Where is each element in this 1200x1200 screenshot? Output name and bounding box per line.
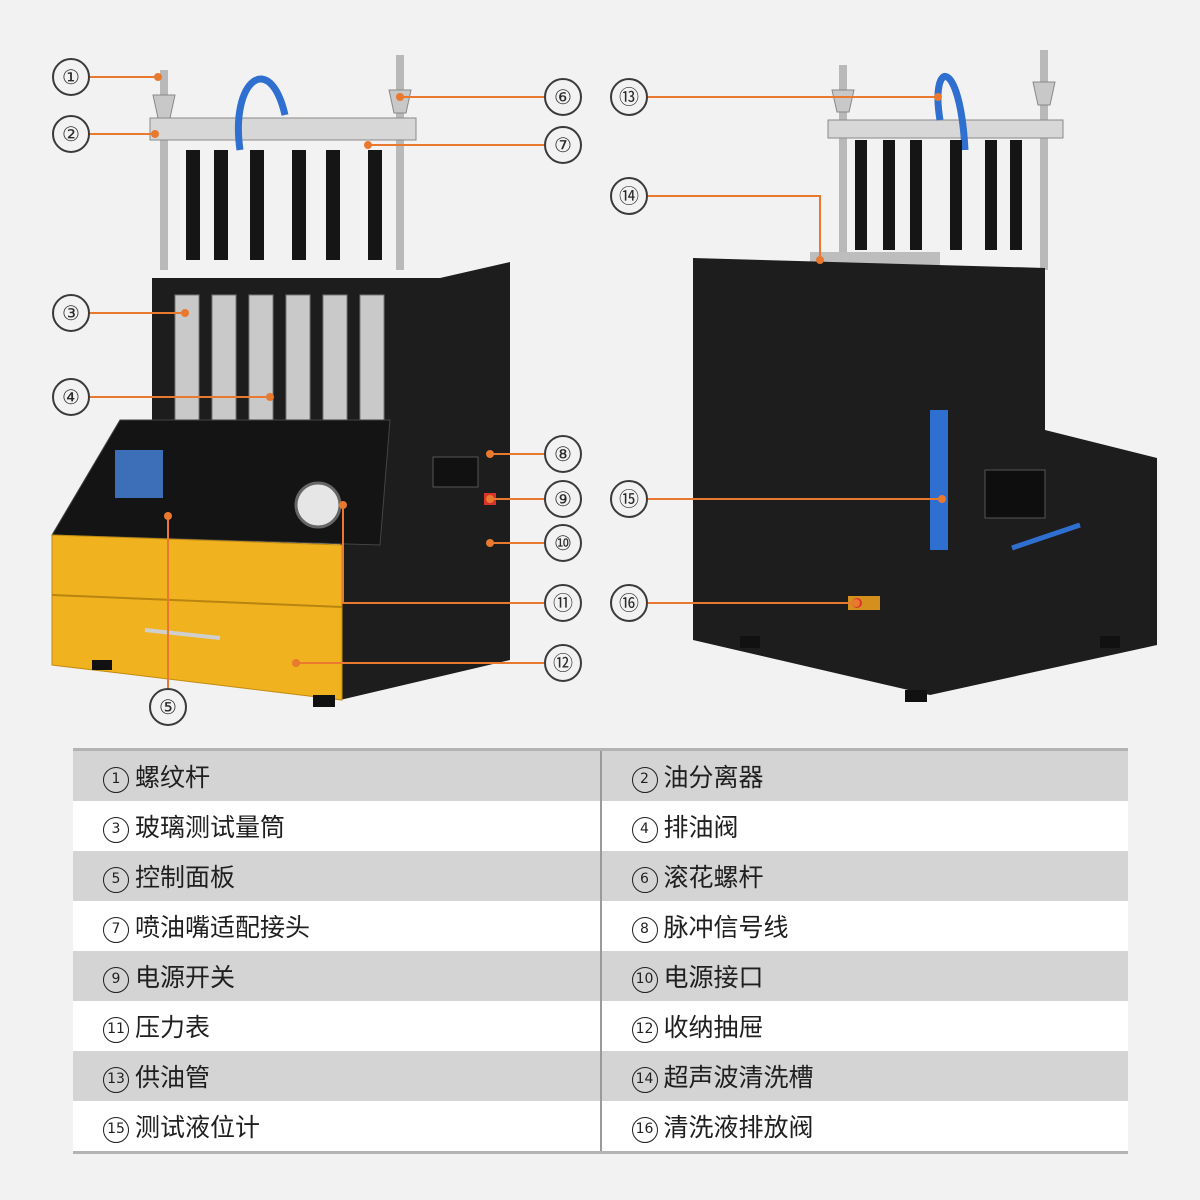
callout-3: ③ — [52, 294, 90, 332]
pressure-gauge — [294, 481, 342, 529]
leader-lines — [90, 76, 942, 688]
legend-number: 16 — [631, 1117, 658, 1143]
legend-label: 供油管 — [135, 1063, 211, 1092]
storage-drawer — [51, 534, 343, 701]
legend-number: 14 — [631, 1067, 658, 1093]
legend-number: 9 — [103, 967, 129, 993]
fuel-rail — [149, 117, 417, 141]
back-cabinet — [693, 258, 1157, 695]
legend-number: 13 — [103, 1067, 129, 1093]
callout-13: ⑬ — [610, 78, 648, 116]
machine-figure: ① ② ③ ④ ⑤ ⑥ ⑦ ⑧ ⑨ ⑩ ⑪ ⑫ ⑬ ⑭ ⑮ ⑯ — [51, 50, 1157, 726]
machine-illustration — [51, 50, 1157, 707]
lcd-screen — [115, 450, 163, 498]
legend-number: 4 — [631, 817, 658, 843]
legend-number: 6 — [631, 867, 658, 893]
fuel-supply-hose — [235, 75, 289, 151]
callout-5: ⑤ — [149, 688, 187, 726]
callout-10: ⑩ — [544, 524, 582, 562]
legend-label: 油分离器 — [663, 763, 764, 792]
legend-number: 7 — [103, 917, 129, 943]
legend-label: 脉冲信号线 — [663, 913, 789, 942]
callout-14: ⑭ — [610, 177, 648, 215]
legend-number: 5 — [103, 867, 129, 893]
callout-11: ⑪ — [544, 584, 582, 622]
legend-label: 测试液位计 — [135, 1113, 261, 1142]
legend-number: 11 — [103, 1017, 129, 1043]
callout-9: ⑨ — [544, 480, 582, 518]
callout-2: ② — [52, 115, 90, 153]
legend-label: 喷油嘴适配接头 — [135, 913, 311, 942]
callout-16: ⑯ — [610, 584, 648, 622]
legend-number: 1 — [103, 767, 129, 793]
threaded-rod-right — [396, 55, 404, 270]
callout-7: ⑦ — [544, 126, 582, 164]
front-cabinet — [152, 262, 510, 700]
callout-15: ⑮ — [610, 480, 648, 518]
legend-label: 电源开关 — [135, 963, 236, 992]
level-gauge — [930, 410, 948, 550]
legend-label: 收纳抽屉 — [663, 1013, 764, 1042]
legend-label: 超声波清洗槽 — [663, 1063, 814, 1092]
front-view — [51, 55, 510, 707]
legend-label: 螺纹杆 — [135, 763, 211, 792]
legend-label: 电源接口 — [663, 963, 764, 992]
legend-number: 15 — [103, 1117, 129, 1143]
callout-12: ⑫ — [544, 644, 582, 682]
legend-label: 清洗液排放阀 — [663, 1113, 814, 1142]
legend-number: 2 — [631, 767, 658, 793]
threaded-rod-left — [160, 70, 168, 270]
injectors-front — [186, 150, 382, 260]
callout-8: ⑧ — [544, 435, 582, 473]
legend-number: 8 — [631, 917, 658, 943]
legend-label: 压力表 — [135, 1013, 211, 1042]
callout-4: ④ — [52, 378, 90, 416]
legend-label: 控制面板 — [135, 863, 236, 892]
legend-number: 10 — [631, 967, 658, 993]
legend-number: 3 — [103, 817, 129, 843]
back-view — [693, 50, 1157, 702]
legend-label: 滚花螺杆 — [663, 863, 764, 892]
legend-label: 排油阀 — [663, 813, 739, 842]
knurled-knob-right — [388, 89, 412, 114]
control-panel-face — [51, 419, 391, 546]
callout-6: ⑥ — [544, 78, 582, 116]
legend-number: 12 — [631, 1017, 658, 1043]
knurled-knob-left — [152, 94, 176, 119]
callout-1: ① — [52, 58, 90, 96]
legend-label: 玻璃测试量筒 — [135, 813, 286, 842]
drawer-handle — [144, 628, 221, 640]
